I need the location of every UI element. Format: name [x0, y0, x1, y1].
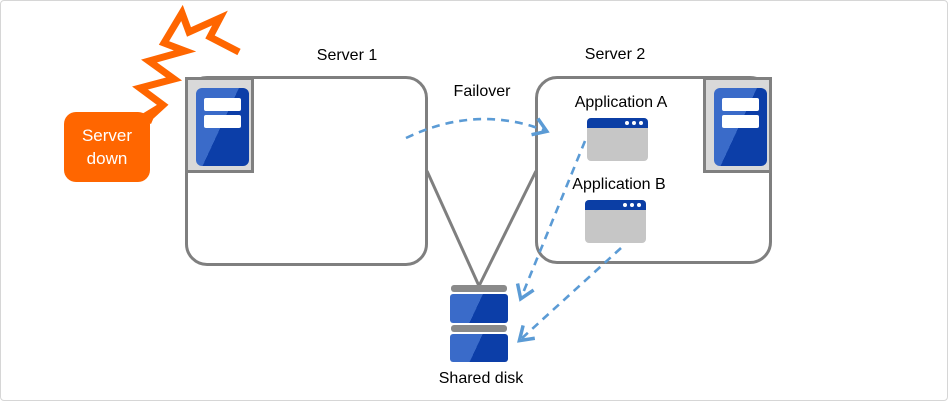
server1-disk-line	[425, 170, 481, 287]
callout-text-line2: down	[86, 149, 128, 168]
application-b-label: Application B	[572, 176, 666, 193]
callout-text-line1: Server	[81, 126, 133, 145]
shared-disk-label: Shared disk	[438, 370, 524, 387]
server-slot	[722, 98, 759, 111]
window-dot	[632, 121, 636, 125]
lightning-crash-icon	[132, 4, 241, 119]
server-slot	[204, 115, 241, 128]
window-dot	[625, 121, 629, 125]
failover-label: Failover	[453, 83, 511, 100]
app-window-icon-b	[585, 200, 646, 243]
disk-platter	[450, 334, 508, 362]
server-down-callout: Server down	[64, 112, 150, 182]
server-slot	[204, 98, 241, 111]
disk-stack-icon	[451, 285, 507, 292]
app-window-titlebar	[587, 118, 648, 128]
window-dot	[630, 203, 634, 207]
server-slot	[722, 115, 759, 128]
disk-platter	[450, 294, 508, 323]
server-tower-icon	[196, 88, 249, 166]
window-dot	[637, 203, 641, 207]
app-b-to-disk-arrow	[517, 247, 622, 343]
disk-divider	[451, 325, 507, 332]
server1-label: Server 1	[316, 47, 378, 64]
app-window-titlebar	[585, 200, 646, 210]
failover-arrow	[405, 117, 550, 140]
application-a-label: Application A	[574, 94, 668, 111]
server2-badge	[703, 77, 772, 173]
server2-label: Server 2	[584, 46, 646, 63]
app-a-to-disk-arrow	[515, 140, 587, 302]
server-tower-icon	[714, 88, 767, 166]
server1-badge	[185, 77, 254, 173]
window-dot	[639, 121, 643, 125]
window-dot	[623, 203, 627, 207]
app-window-icon-a	[587, 118, 648, 161]
server2-disk-line	[477, 170, 538, 287]
